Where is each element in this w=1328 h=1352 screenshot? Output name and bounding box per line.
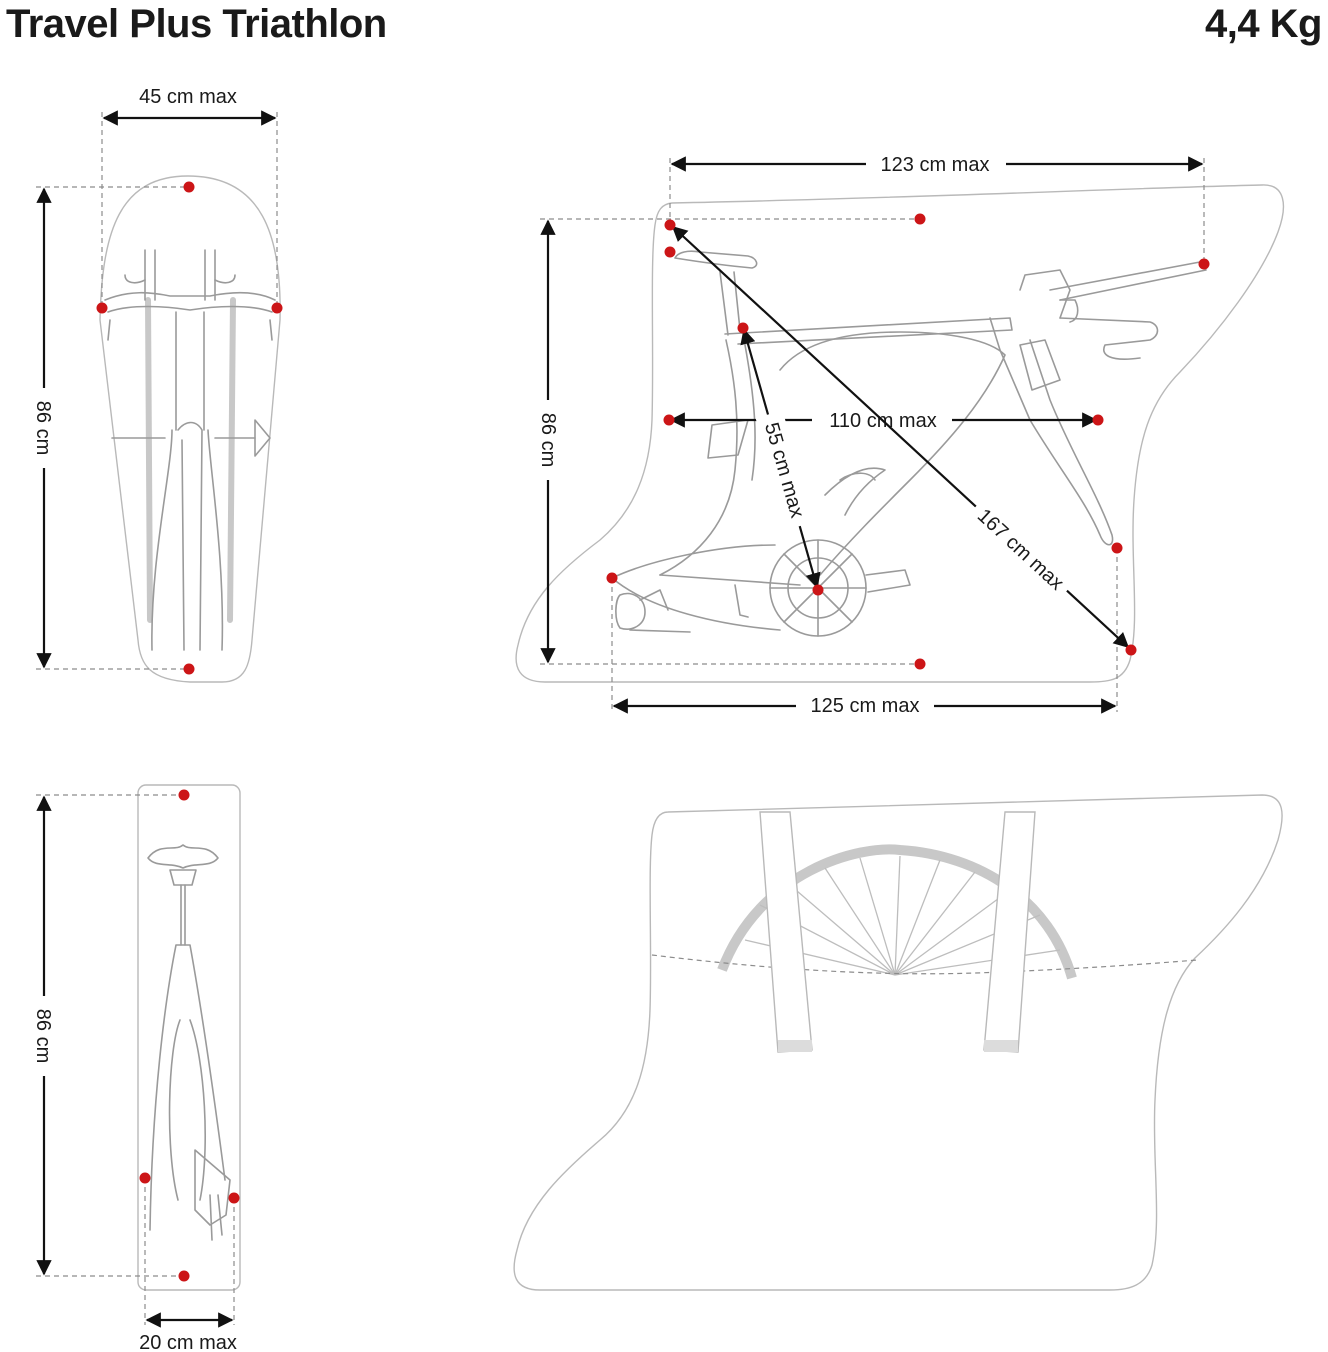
side-bottom-length-label: 125 cm max	[811, 695, 920, 717]
side-marker	[1092, 414, 1104, 426]
front-marker-bottom	[183, 663, 195, 675]
front-height-label: 86 cm	[32, 401, 54, 455]
front-marker-top	[183, 181, 195, 193]
profile-bike-drawing	[147, 844, 231, 1241]
side-marker	[664, 219, 676, 231]
side-marker	[663, 414, 675, 426]
side-marker	[1125, 644, 1137, 656]
side-view: 123 cm max 125 cm max 86 cm 110 cm max 5…	[515, 150, 1285, 720]
front-marker-left	[96, 302, 108, 314]
right-strap-tab	[984, 1040, 1018, 1052]
side-marker	[737, 322, 749, 334]
side-marker	[664, 246, 676, 258]
profile-marker-right	[228, 1192, 240, 1204]
right-handle-strap	[983, 811, 1036, 1053]
side-marker	[914, 213, 926, 225]
side-marker	[606, 572, 618, 584]
left-strap-tab	[778, 1040, 812, 1052]
front-view: 45 cm max 86 cm	[32, 86, 283, 683]
profile-view: 86 cm 20 cm max	[32, 784, 241, 1352]
profile-height-label: 86 cm	[32, 1009, 54, 1063]
front-width-label: 45 cm max	[139, 86, 237, 108]
front-bag-outline	[99, 175, 281, 683]
profile-depth-label: 20 cm max	[139, 1332, 237, 1352]
side-inner-diagonal-label: 55 cm max	[760, 420, 808, 520]
product-title: Travel Plus Triathlon	[6, 2, 387, 46]
packed-bag-outline	[513, 794, 1283, 1291]
left-handle-strap	[759, 811, 813, 1053]
profile-marker-left	[139, 1172, 151, 1184]
front-marker-right	[271, 302, 283, 314]
packed-bag-view	[513, 794, 1283, 1291]
side-bag-outline	[515, 184, 1285, 683]
profile-marker-bottom	[178, 1270, 190, 1282]
side-marker	[1111, 542, 1123, 554]
profile-bag-outline	[137, 784, 241, 1291]
weight-label: 4,4 Kg	[1204, 2, 1323, 46]
front-bike-drawing	[104, 249, 276, 651]
side-outer-diagonal-label: 167 cm max	[973, 505, 1068, 595]
side-marker	[1198, 258, 1210, 270]
side-marker	[914, 658, 926, 670]
side-top-length-label: 123 cm max	[881, 154, 990, 176]
side-marker	[812, 584, 824, 596]
side-height-label: 86 cm	[537, 413, 559, 467]
profile-marker-top	[178, 789, 190, 801]
